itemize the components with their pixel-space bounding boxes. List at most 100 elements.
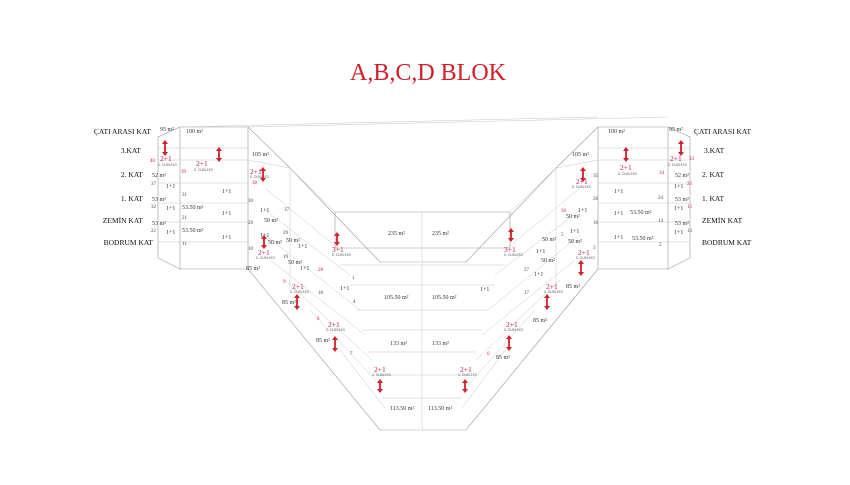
svg-text:16: 16 [593, 221, 599, 226]
area-label: 105 m² [252, 152, 269, 158]
up-down-arrow-icon [544, 294, 550, 310]
up-down-arrow-icon [623, 147, 629, 162]
svg-text:13: 13 [687, 229, 693, 234]
floor-label: BODRUM KAT [104, 238, 154, 247]
up-down-arrow-icon [261, 235, 267, 249]
area-label: 53.50 m² [182, 205, 204, 211]
up-down-arrow-icon [377, 379, 383, 393]
unit-label: 1+1 [298, 244, 307, 250]
svg-text:2+1: 2+1 [328, 320, 340, 329]
floor-label: 1. KAT [702, 194, 725, 203]
area-label: 105.50 m² [384, 295, 409, 301]
svg-text:36: 36 [561, 209, 567, 214]
area-label: 53.50 m² [182, 228, 204, 234]
svg-text:D. DUBLEKS: D. DUBLEKS [158, 163, 177, 167]
highlight-unit: 2+1 D. DUBLEKS [326, 320, 345, 332]
svg-text:37: 37 [284, 208, 290, 213]
area-label: 50 m² [286, 238, 300, 244]
svg-text:37: 37 [151, 182, 157, 187]
svg-text:38: 38 [252, 181, 258, 186]
area-label: 113.50 m² [428, 406, 452, 412]
floor-label: ZEMİN KAT [702, 216, 743, 225]
area-label: 95 m² [160, 127, 174, 133]
up-down-arrow-icon [334, 232, 340, 246]
svg-text:39: 39 [181, 170, 187, 175]
highlight-unit: 2+1 D. DUBLEKS [194, 159, 213, 172]
svg-text:2: 2 [659, 243, 662, 248]
unit-label: 1+1 [222, 235, 231, 241]
svg-text:34: 34 [659, 171, 665, 176]
unit-label: 1+1 [536, 249, 545, 255]
area-label: 85 m² [533, 318, 547, 324]
svg-text:32: 32 [151, 205, 157, 210]
svg-text:D. DUBLEKS: D. DUBLEKS [332, 253, 351, 257]
svg-text:7: 7 [350, 352, 353, 357]
up-down-arrow-icon [332, 336, 338, 352]
svg-text:2+1: 2+1 [578, 248, 590, 257]
svg-text:2+1: 2+1 [576, 177, 588, 186]
up-down-arrow-icon [578, 260, 584, 276]
unit-label: 1+1 [534, 272, 543, 278]
duplex-arrows [162, 140, 684, 393]
svg-text:19: 19 [283, 255, 289, 260]
svg-text:D. DUBLEKS: D. DUBLEKS [544, 290, 563, 294]
svg-text:10: 10 [248, 247, 254, 252]
highlight-unit: 2+1 D. DUBLEKS [668, 154, 687, 167]
floor-label: ZEMİN KAT [103, 216, 144, 225]
unit-label: 1+1 [480, 287, 489, 293]
diagram-title: A,B,C,D BLOK [350, 60, 507, 86]
highlight-unit: 2+1 D. DUBLEKS [158, 154, 177, 167]
area-label: 133 m² [432, 341, 449, 347]
svg-text:2+1: 2+1 [374, 365, 386, 374]
area-label: 52 m² [152, 173, 166, 179]
highlight-unit: 2+1 D. DUBLEKS [372, 365, 391, 377]
area-label: 95 m² [669, 127, 683, 133]
floor-label: 2. KAT [121, 170, 144, 179]
unit-label: 1+1 [166, 206, 175, 212]
svg-text:24: 24 [658, 196, 664, 201]
svg-text:2+1: 2+1 [506, 320, 518, 329]
area-label: 53.50 m² [630, 210, 652, 216]
up-down-arrow-icon [506, 335, 512, 351]
area-label: 235 m² [432, 231, 449, 237]
svg-text:20: 20 [248, 221, 254, 226]
up-down-arrow-icon [162, 140, 168, 156]
svg-text:2+1: 2+1 [460, 365, 472, 374]
svg-text:3+1: 3+1 [504, 245, 516, 254]
highlight-unit: 2+1 D. DUBLEKS [256, 248, 275, 260]
area-label: 50 m² [566, 214, 580, 220]
up-down-arrow-icon [260, 167, 266, 182]
highlight-unit: 2+1 D. DUBLEKS [572, 177, 591, 189]
floor-labels-right: ÇATI ARASI KAT 3.KAT 2. KAT 1. KAT ZEMİN… [694, 127, 752, 247]
area-label: 50 m² [542, 237, 556, 243]
svg-text:15: 15 [687, 205, 693, 210]
up-down-arrow-icon [508, 228, 514, 242]
area-label: 105.50 m² [432, 295, 457, 301]
unit-label: 1+1 [166, 230, 175, 236]
unit-label: 1+1 [260, 208, 269, 214]
area-label: 53 m² [152, 197, 166, 203]
area-label: 105 m² [572, 152, 589, 158]
unit-label: 1+1 [674, 206, 683, 212]
floor-labels-left: ÇATI ARASI KAT 3.KAT 2. KAT 1. KAT ZEMİN… [94, 127, 154, 247]
unit-label: 1+1 [300, 266, 309, 272]
svg-text:2+1: 2+1 [196, 159, 208, 168]
svg-text:D. DUBLEKS: D. DUBLEKS [326, 328, 345, 332]
unit-label: 1+1 [674, 184, 683, 190]
svg-text:29: 29 [283, 231, 289, 236]
floor-label: 3.KAT [704, 146, 725, 155]
area-label: 85 m² [246, 266, 260, 272]
area-label: 113.50 m² [390, 406, 414, 412]
area-label: 100 m² [608, 129, 625, 135]
unit-label: 1+1 [614, 211, 623, 217]
svg-text:26: 26 [593, 197, 599, 202]
svg-text:9: 9 [283, 280, 286, 285]
svg-text:35: 35 [593, 174, 599, 179]
unit-labels: 1+1 1+1 1+1 1+1 1+1 1+1 1+1 1+1 1+1 1+1 … [166, 184, 683, 293]
svg-text:D. DUBLEKS: D. DUBLEKS [458, 373, 477, 377]
highlight-unit: 2+1 D. DUBLEKS [504, 320, 523, 332]
svg-text:D. DUBLEKS: D. DUBLEKS [618, 172, 637, 176]
area-label: 85 m² [282, 300, 296, 306]
svg-text:14: 14 [658, 219, 664, 224]
up-down-arrow-icon [294, 294, 300, 310]
